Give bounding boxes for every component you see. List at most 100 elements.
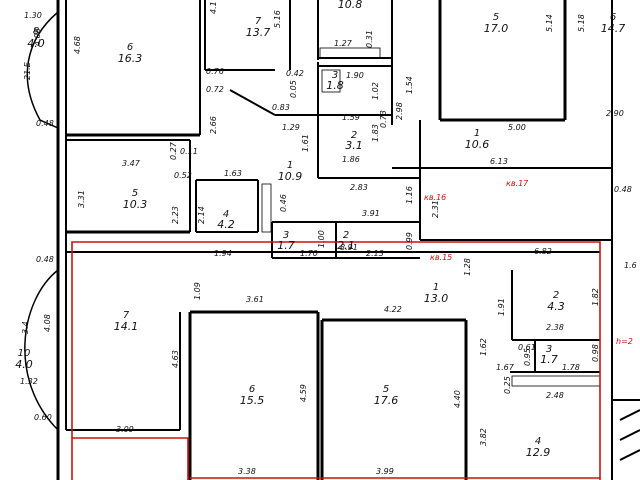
room-number: 6: [610, 12, 616, 23]
room-area: 10.6: [465, 138, 490, 151]
dimension-label: 1.6: [624, 261, 637, 270]
apartment-marks: кв.16 кв.17 кв.15 h=2: [424, 179, 633, 346]
dimension-label: 6.13: [490, 157, 508, 166]
room-area: 1.7: [540, 353, 558, 366]
dimension-label: 1.16: [405, 186, 414, 204]
room-number: 4: [223, 209, 229, 220]
room-number: 8: [33, 26, 39, 37]
dimension-label: 4.22: [384, 305, 402, 314]
room-labels: 6 16.3 7 13.7 10.8 5 17.0 6 14.7 8 4.0 3…: [15, 0, 625, 459]
room-number: 5: [132, 188, 138, 199]
room-area: 2.1: [337, 239, 355, 252]
room-area: 3.1: [345, 139, 363, 152]
dimension-label: 0.52: [174, 171, 192, 180]
room-label: 7 13.7: [246, 16, 271, 39]
room-area: 13.7: [246, 26, 271, 39]
dimension-label: 3.4: [21, 321, 30, 334]
dimension-label: 1.67: [496, 363, 515, 372]
room-label: 3 1.7: [540, 344, 558, 366]
dimension-label: 3.31: [77, 190, 86, 208]
dimension-label: 2.13: [366, 249, 384, 258]
dimension-label: 0.11: [180, 147, 198, 156]
room-area: 13.0: [424, 292, 449, 305]
room-area: 12.9: [526, 446, 551, 459]
room-label: 7 14.1: [114, 310, 139, 333]
dimension-label: 0.73: [379, 110, 388, 128]
room-area: 14.7: [601, 22, 626, 35]
room-area: 4.3: [547, 300, 565, 313]
dimension-label: 4.59: [299, 384, 308, 402]
room-label: 5 17.0: [484, 12, 509, 35]
room-area: 1.8: [326, 79, 344, 92]
dimension-label: 1.62: [479, 338, 488, 356]
dimension-label: 3.09: [116, 425, 134, 434]
room-area: 16.3: [118, 52, 143, 65]
room-number: 5: [493, 12, 499, 23]
room-area: 10.3: [123, 198, 148, 211]
room-label: 6 14.7: [601, 12, 626, 35]
dimension-label: 6.82: [534, 247, 552, 256]
room-number: 2: [553, 290, 559, 301]
dimension-label: 1.91: [497, 298, 506, 316]
dimension-label: 5.14: [545, 14, 554, 32]
dimension-label: 1.86: [342, 155, 360, 164]
dimension-label: 0.60: [34, 413, 52, 422]
dimension-label: 1.30: [24, 11, 42, 20]
dimension-label: 2.48: [546, 391, 564, 400]
dimension-label: 2.83: [350, 183, 368, 192]
dimension-label: 1.27: [334, 39, 353, 48]
apartment-mark: кв.17: [506, 179, 529, 188]
dimension-label: 4.08: [33, 28, 42, 46]
dimension-label: 3.99: [376, 467, 394, 476]
dimension-label: 4.68: [73, 36, 82, 54]
room-number: 7: [255, 16, 262, 27]
room-area: 10.8: [338, 0, 363, 11]
dimension-label: 0.99: [405, 232, 414, 250]
dimension-label: 1.94: [214, 249, 232, 258]
dimension-label: 2.14: [197, 206, 206, 224]
dimension-label: 1.63: [224, 169, 242, 178]
dimension-label: 0.46: [279, 194, 288, 212]
dimension-label: 0.95: [523, 348, 532, 366]
dimension-label: 1.00: [317, 230, 326, 248]
dimension-label: 1.09: [193, 282, 202, 300]
room-label: 6 15.5: [240, 384, 265, 407]
dimension-label: 4.08: [43, 314, 52, 332]
room-label: 5 10.3: [123, 188, 148, 211]
room-number: 3: [283, 230, 289, 241]
room-label: 2 3.1: [345, 130, 363, 152]
dimension-label: 1.82: [591, 288, 600, 306]
dimension-label: 0.27: [169, 141, 178, 160]
room-number: 1: [287, 160, 293, 171]
dimension-label: 0.42: [286, 69, 304, 78]
room-label: 3 1.8: [326, 70, 344, 92]
room-area: 17.6: [374, 394, 399, 407]
dimension-label: 1.32: [20, 377, 38, 386]
room-label: 1 10.9: [278, 160, 303, 183]
room-number: 2: [351, 130, 357, 141]
room-number: 3: [546, 344, 552, 355]
room-number: 7: [123, 310, 130, 321]
dimension-label: 1.78: [562, 363, 580, 372]
room-number: 10: [18, 348, 31, 359]
dimension-label: 1.29: [282, 123, 300, 132]
dimension-label: 2.90: [606, 109, 624, 118]
dimension-label: 1.59: [342, 113, 360, 122]
room-label: 6 16.3: [118, 42, 143, 65]
dimension-label: 1.90: [346, 71, 364, 80]
dimension-label: 1.70: [300, 249, 318, 258]
dimension-label: 5.16: [273, 10, 282, 28]
dimensions: 1.30 4.08 21.E 4.68 0.48 4.1 5.16 0.76 0…: [20, 1, 637, 476]
room-label: 2 4.3: [547, 290, 565, 313]
room-label: 10 4.0: [15, 348, 33, 371]
dimension-label: 3.91: [362, 209, 380, 218]
dimension-label: 1.54: [405, 76, 414, 94]
apartment-mark: h=2: [616, 337, 633, 346]
dimension-label: 1.61: [301, 134, 310, 152]
dimension-label: 5.18: [577, 14, 586, 32]
dimension-label: 3.47: [122, 159, 141, 168]
room-number: 1: [474, 128, 480, 139]
stair-hatches: [261, 47, 601, 387]
